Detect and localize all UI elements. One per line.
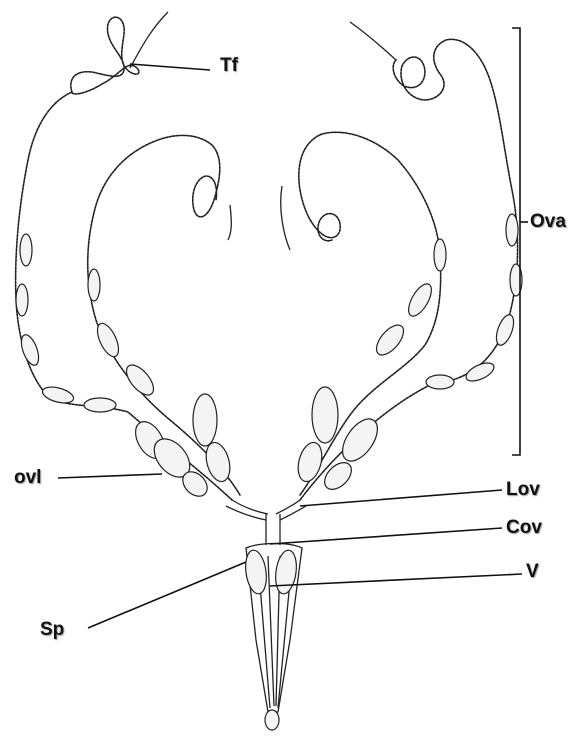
- egg-chambers: [16, 214, 522, 501]
- label-ova: Ova: [530, 212, 566, 231]
- label-cov: Cov: [506, 518, 542, 537]
- vagina-and-spermatheca: [243, 544, 302, 731]
- leader-lines: [58, 28, 528, 628]
- label-v: V: [526, 562, 539, 581]
- label-tf: Tf: [220, 56, 238, 75]
- oviducts: [226, 500, 306, 545]
- label-ovl: ovl: [14, 468, 41, 487]
- label-sp: Sp: [40, 620, 64, 639]
- label-lov: Lov: [506, 480, 540, 499]
